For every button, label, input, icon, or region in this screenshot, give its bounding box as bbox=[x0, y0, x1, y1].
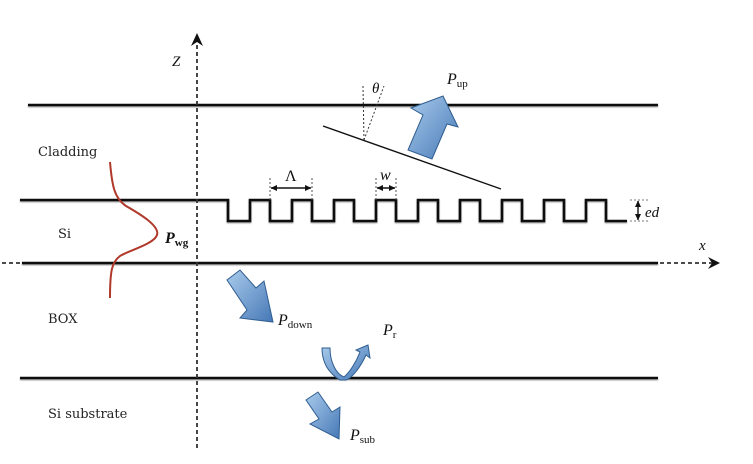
etch-depth-label: ed bbox=[645, 205, 660, 221]
p-down-base: P bbox=[277, 312, 288, 329]
power-up-arrow bbox=[407, 95, 459, 160]
p-down-sub: down bbox=[288, 319, 313, 331]
period-label: Λ bbox=[285, 168, 297, 185]
x-axis-label: x bbox=[698, 238, 706, 254]
power-down-arrow bbox=[226, 269, 274, 323]
p-sub-sub: sub bbox=[360, 434, 376, 446]
p-r-base: P bbox=[382, 322, 393, 339]
power-reflected-arrow bbox=[321, 344, 371, 381]
p-sub-base: P bbox=[349, 427, 360, 444]
p-up-sub: up bbox=[457, 78, 469, 90]
power-reflected-label: Pr bbox=[382, 322, 397, 341]
p-r-sub: r bbox=[393, 329, 397, 341]
emission-wavefront-line bbox=[322, 125, 502, 190]
mode-profile-label: Pwg bbox=[164, 230, 189, 249]
layer-label-cladding: Cladding bbox=[38, 145, 97, 160]
p-wg-sub: wg bbox=[175, 237, 189, 249]
p-up-base: P bbox=[446, 71, 457, 88]
power-substrate-label: Psub bbox=[349, 427, 376, 446]
layer-label-si: Si bbox=[58, 227, 71, 242]
layer-label-box: BOX bbox=[48, 312, 78, 327]
waveguide-mode-profile bbox=[109, 161, 159, 299]
tooth-width-label: w bbox=[380, 167, 391, 184]
grating-profile bbox=[20, 198, 627, 223]
z-axis-arrowhead bbox=[191, 33, 203, 46]
x-axis-arrowhead bbox=[708, 257, 720, 269]
z-axis-label: Z bbox=[172, 54, 181, 70]
p-wg-base: P bbox=[164, 230, 175, 247]
angle-normal-line bbox=[362, 85, 365, 141]
layer-boundaries bbox=[20, 103, 658, 380]
layer-label-si-substrate: Si substrate bbox=[48, 407, 128, 422]
power-down-label: Pdown bbox=[277, 312, 313, 331]
power-substrate-arrow bbox=[305, 391, 341, 440]
power-up-label: Pup bbox=[446, 71, 468, 90]
angle-tilted-line bbox=[363, 85, 385, 141]
emission-angle-label: θ bbox=[372, 81, 380, 97]
